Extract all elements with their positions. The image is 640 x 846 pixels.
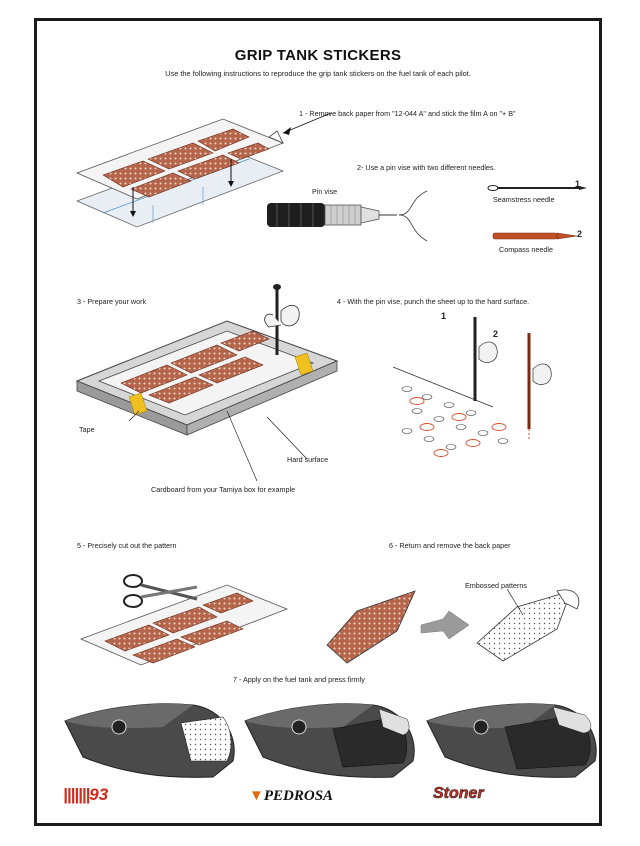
scissors-icon: [123, 574, 198, 608]
cardboard-label: Cardboard from your Tamiya box for examp…: [151, 485, 296, 494]
brand-logo-93: |||||||93: [63, 785, 109, 804]
embossed-patterns-label: Embossed patterns: [465, 581, 527, 590]
step-1-illustration: [75, 112, 332, 228]
step-5-label: 5 - Precisely cut out the pattern: [77, 541, 177, 550]
step-1-label: 1 - Remove back paper from "12-044 A" an…: [299, 109, 516, 118]
pin-vise-label: Pin vise: [312, 187, 338, 196]
brand-logo-stoner: Stoner: [433, 785, 484, 803]
fuel-tank-2: [244, 703, 415, 778]
needle-number-2: 2: [577, 229, 583, 239]
fuel-tank-1: [64, 703, 235, 778]
compass-needle-label: Compass needle: [499, 245, 553, 254]
punch-number-2: 2: [493, 329, 499, 339]
brand-logo-pedrosa: ▼PEDROSA: [249, 787, 334, 804]
page-title: GRIP TANK STICKERS: [234, 47, 402, 64]
seamstress-needle-label: Seamstress needle: [493, 195, 555, 204]
step-6-illustration: [326, 588, 580, 664]
step-7-label: 7 - Apply on the fuel tank and press fir…: [233, 675, 365, 684]
step-3-label: 3 - Prepare your work: [77, 297, 147, 306]
step-2-label: 2- Use a pin vise with two different nee…: [357, 163, 496, 172]
instruction-sheet: GRIP TANK STICKERS Use the following ins…: [34, 18, 602, 826]
page-subtitle: Use the following instructions to reprod…: [165, 69, 471, 78]
hard-surface-label: Hard surface: [287, 455, 329, 464]
compass-needle-icon: [492, 232, 578, 240]
pin-vise-illustration: [267, 190, 428, 242]
punch-number-1: 1: [441, 311, 447, 321]
step-5-illustration: [79, 574, 289, 666]
step-3-illustration: [75, 284, 339, 482]
tape-label: Tape: [79, 425, 95, 434]
step-4-label: 4 - With the pin vise, punch the sheet u…: [337, 297, 530, 306]
step-6-label: 6 - Return and remove the back paper: [389, 541, 511, 550]
step-4-illustration: [392, 317, 553, 457]
fuel-tank-3: [426, 703, 597, 778]
needle-number-1: 1: [575, 179, 581, 189]
seamstress-needle-icon: [487, 185, 587, 191]
